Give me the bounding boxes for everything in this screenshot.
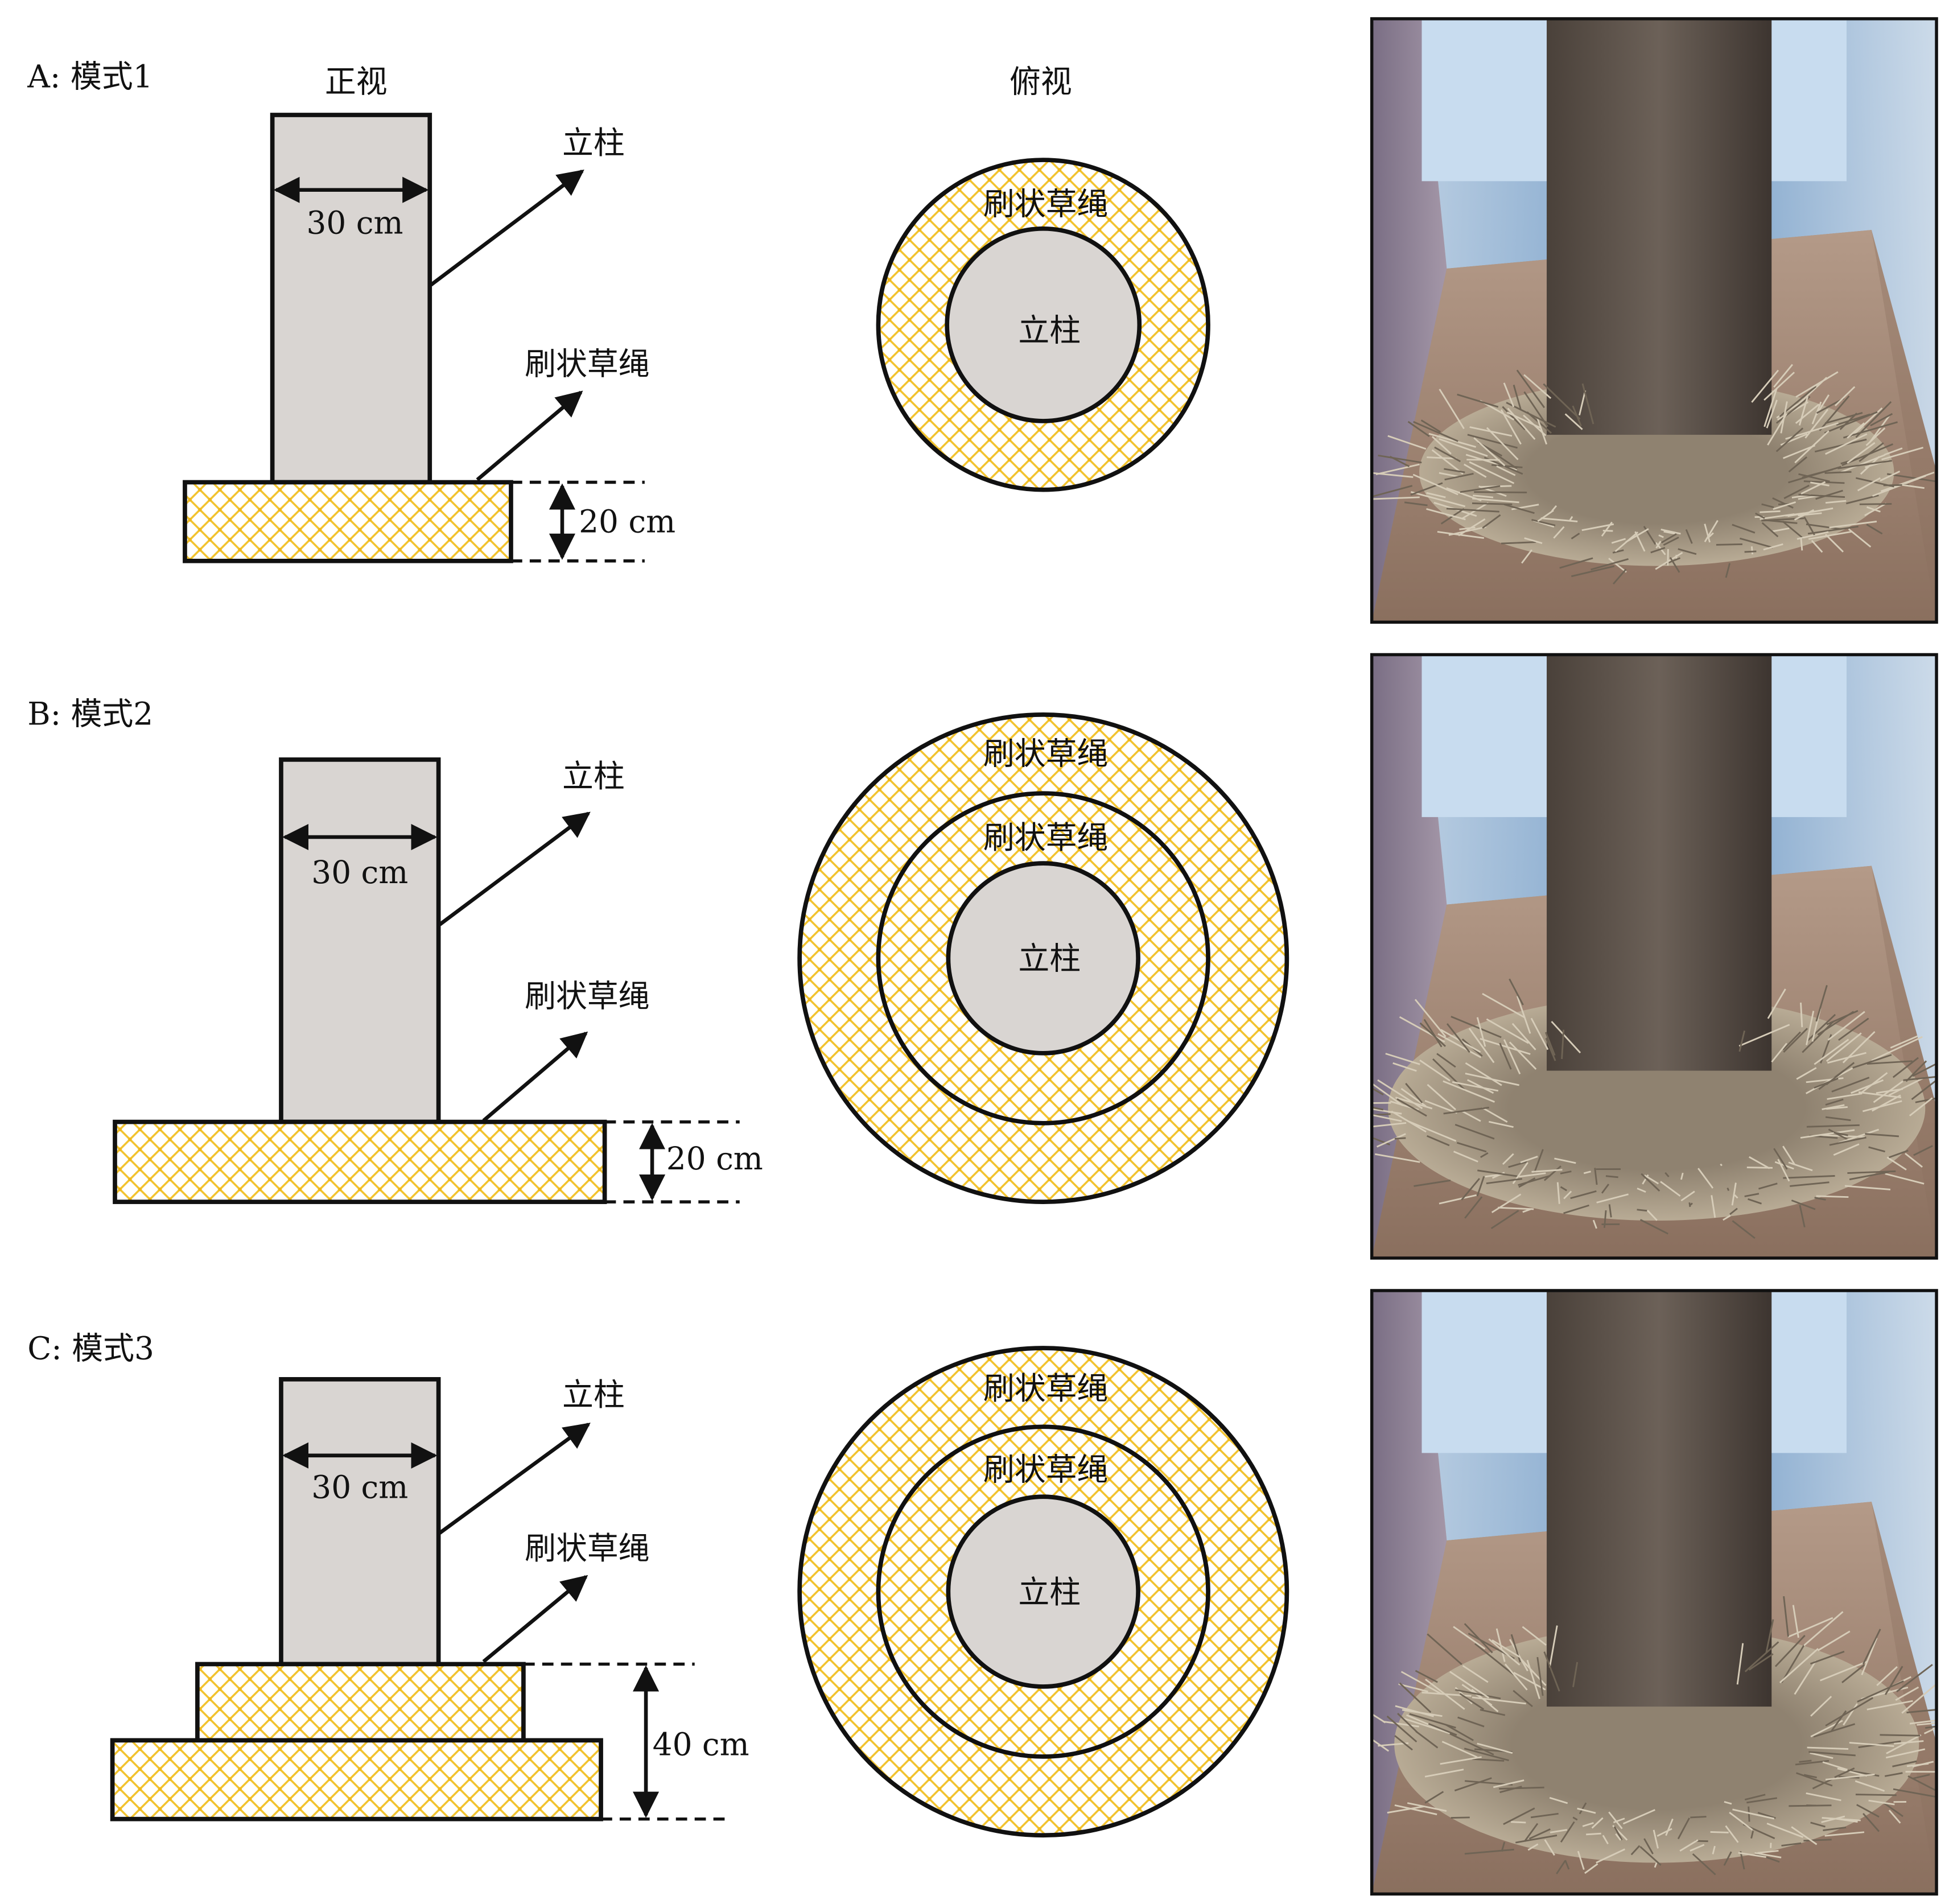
photo-b xyxy=(1370,653,1938,1260)
rope-base-front xyxy=(113,1119,607,1204)
column-label: 立柱 xyxy=(562,758,625,794)
rope-pointer-arrow xyxy=(476,390,583,481)
column-label: 立柱 xyxy=(562,125,625,161)
inner-ring-label: 刷状草绳 xyxy=(983,819,1109,856)
outer-ring-label: 刷状草绳 xyxy=(983,1370,1109,1407)
photo-a xyxy=(1370,17,1938,624)
pillar xyxy=(1547,1290,1772,1707)
rope-label: 刷状草绳 xyxy=(525,346,650,382)
panel-label: A: 模式1 xyxy=(27,59,153,95)
photos xyxy=(1370,17,1938,1896)
rope-lower-base-front xyxy=(110,1738,603,1821)
pillar xyxy=(1547,654,1772,1071)
photo-c xyxy=(1370,1289,1938,1896)
column-top xyxy=(946,861,1140,1056)
inner-ring-label: 刷状草绳 xyxy=(983,1452,1109,1488)
height-dimension: 20 cm xyxy=(666,1140,763,1177)
column-top-label: 立柱 xyxy=(1018,312,1081,348)
panel-b: B: 模式2 30 cm 立柱 刷状草绳 20 cm 刷状草绳 刷状草绳 立柱 xyxy=(27,695,1289,1204)
front-view-title: 正视 xyxy=(325,63,388,100)
panel-label: B: 模式2 xyxy=(27,695,153,732)
rope-label: 刷状草绳 xyxy=(525,1530,650,1567)
rope-upper-base-front xyxy=(195,1662,526,1743)
rope-pointer-arrow xyxy=(482,1575,588,1663)
ring-label: 刷状草绳 xyxy=(983,186,1109,222)
column-front xyxy=(279,757,441,1124)
height-dimension: 40 cm xyxy=(653,1726,749,1763)
rope-label: 刷状草绳 xyxy=(525,978,650,1015)
rope-base-front xyxy=(183,480,513,563)
column-pointer-arrow xyxy=(430,170,584,287)
panel-a: A: 模式1 正视 俯视 30 cm 立柱 刷状草绳 20 cm 刷状草绳 立柱 xyxy=(27,59,1210,563)
column-top-label: 立柱 xyxy=(1018,941,1081,977)
width-dimension: 30 cm xyxy=(307,205,403,241)
pillar xyxy=(1547,18,1772,435)
column-top xyxy=(946,1494,1140,1689)
column-label: 立柱 xyxy=(562,1377,625,1413)
straw-ring xyxy=(1394,1625,1919,1863)
height-dimension: 20 cm xyxy=(579,503,675,539)
column-top-label: 立柱 xyxy=(1018,1574,1081,1610)
column-pointer-arrow xyxy=(438,1423,591,1535)
panel-c: C: 模式3 30 cm 立柱 刷状草绳 40 cm 刷状草绳 刷状草绳 立柱 xyxy=(27,1330,1289,1838)
width-dimension: 30 cm xyxy=(311,1469,408,1505)
width-dimension: 30 cm xyxy=(311,854,408,891)
panel-label: C: 模式3 xyxy=(27,1330,154,1367)
rope-pointer-arrow xyxy=(482,1031,588,1122)
column-pointer-arrow xyxy=(438,811,591,926)
column-front xyxy=(279,1377,441,1667)
top-view-title: 俯视 xyxy=(1009,63,1072,100)
column-top xyxy=(945,226,1142,423)
column-front xyxy=(270,113,432,485)
outer-ring-label: 刷状草绳 xyxy=(983,736,1109,772)
